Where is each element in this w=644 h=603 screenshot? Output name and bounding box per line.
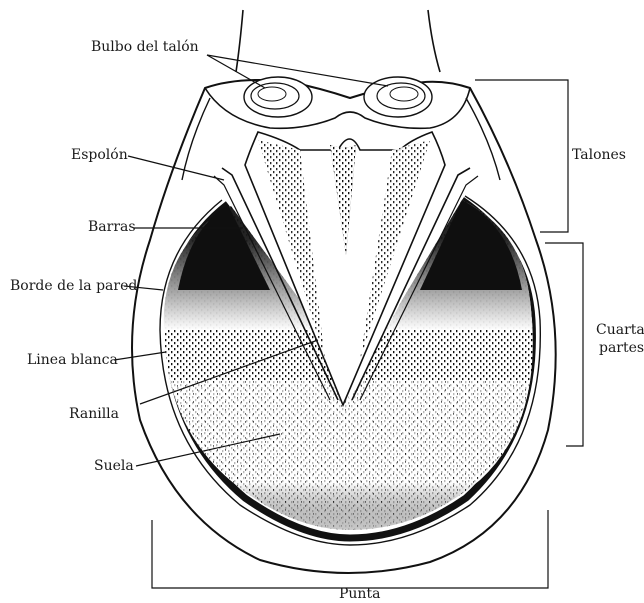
label-barras: Barras — [88, 219, 136, 236]
label-cuartas: Cuartas — [596, 322, 644, 339]
pastern-outline — [236, 10, 440, 72]
label-espolon: Espolón — [71, 147, 128, 164]
label-ranilla: Ranilla — [69, 406, 119, 423]
heel-bulb-right — [364, 77, 432, 117]
heel-bulb-left — [244, 77, 312, 117]
label-suela: Suela — [94, 458, 134, 475]
label-borde-de-la-pared: Borde de la pared — [10, 278, 137, 295]
label-talones: Talones — [572, 147, 626, 164]
label-bulbo-del-talon: Bulbo del talón — [91, 39, 199, 56]
label-linea-blanca: Linea blanca — [27, 352, 118, 369]
label-partes: partes — [599, 340, 644, 357]
label-punta: Punta — [339, 586, 380, 603]
